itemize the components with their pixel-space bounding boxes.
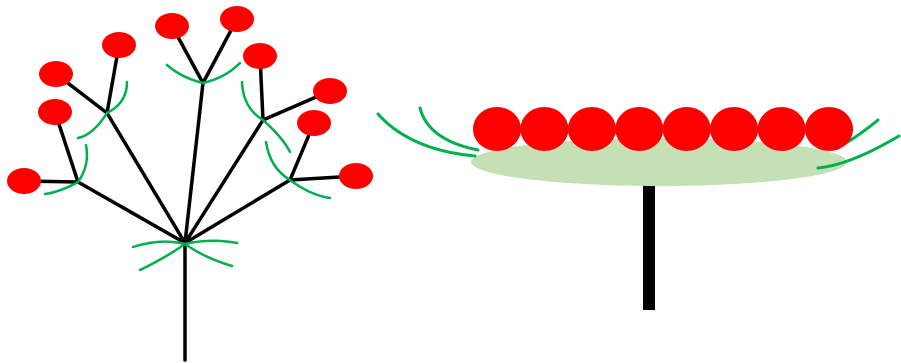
involucel-bract: [288, 178, 332, 200]
involucral-bract: [418, 106, 480, 152]
involucre-bract: [183, 239, 239, 246]
floret: [520, 107, 569, 151]
involucel-bract: [261, 118, 292, 154]
involucel-bract: [264, 140, 292, 182]
flower: [220, 6, 254, 32]
flower: [102, 32, 136, 58]
involucel-bract: [76, 111, 109, 140]
capitulum-diagram: [376, 106, 901, 310]
flower: [39, 61, 73, 87]
involucel-bract: [240, 80, 265, 122]
floret: [567, 107, 616, 151]
involucral-bract: [376, 112, 477, 158]
floret: [805, 107, 853, 151]
compound-umbel-diagram: [7, 6, 373, 362]
flower: [7, 168, 41, 194]
primary-ray: [183, 81, 205, 245]
flower: [155, 13, 189, 39]
floret: [473, 107, 521, 151]
flower: [38, 99, 72, 125]
involucel-bract: [201, 61, 242, 85]
primary-ray: [76, 180, 187, 245]
involucel-bract: [165, 63, 205, 85]
flower: [243, 43, 277, 69]
primary-ray: [183, 118, 265, 245]
involucel-bract: [43, 180, 80, 196]
receptacle: [471, 138, 847, 186]
flower: [297, 110, 331, 136]
involucral-bract: [816, 134, 901, 170]
floret: [662, 107, 711, 151]
primary-ray: [183, 178, 292, 245]
flower: [313, 78, 347, 104]
involucre-bract: [183, 242, 234, 268]
involucel-bract: [105, 80, 129, 115]
floret: [710, 107, 759, 151]
peduncle: [643, 183, 655, 310]
involucre-bract: [131, 240, 187, 249]
flower: [339, 163, 373, 189]
primary-ray: [105, 111, 187, 245]
involucel-bract: [76, 143, 89, 184]
floret: [615, 107, 664, 151]
floret: [757, 107, 806, 151]
involucre-bract: [138, 242, 187, 272]
